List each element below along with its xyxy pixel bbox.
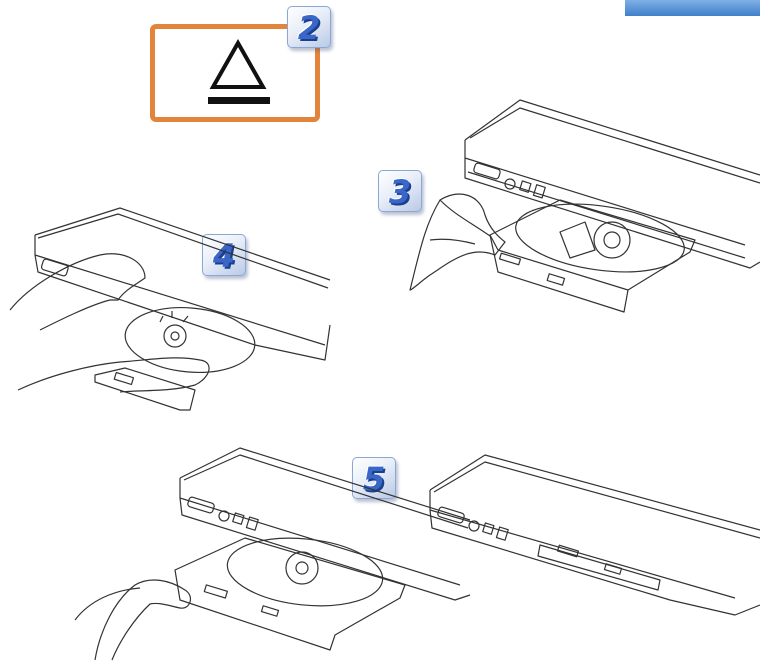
step-badge-3: 3	[378, 170, 422, 212]
step-badge-2: 2	[287, 6, 331, 48]
step-badge-5: 5	[352, 457, 396, 499]
step-badge-4: 4	[202, 234, 246, 276]
corner-tab	[625, 0, 760, 16]
